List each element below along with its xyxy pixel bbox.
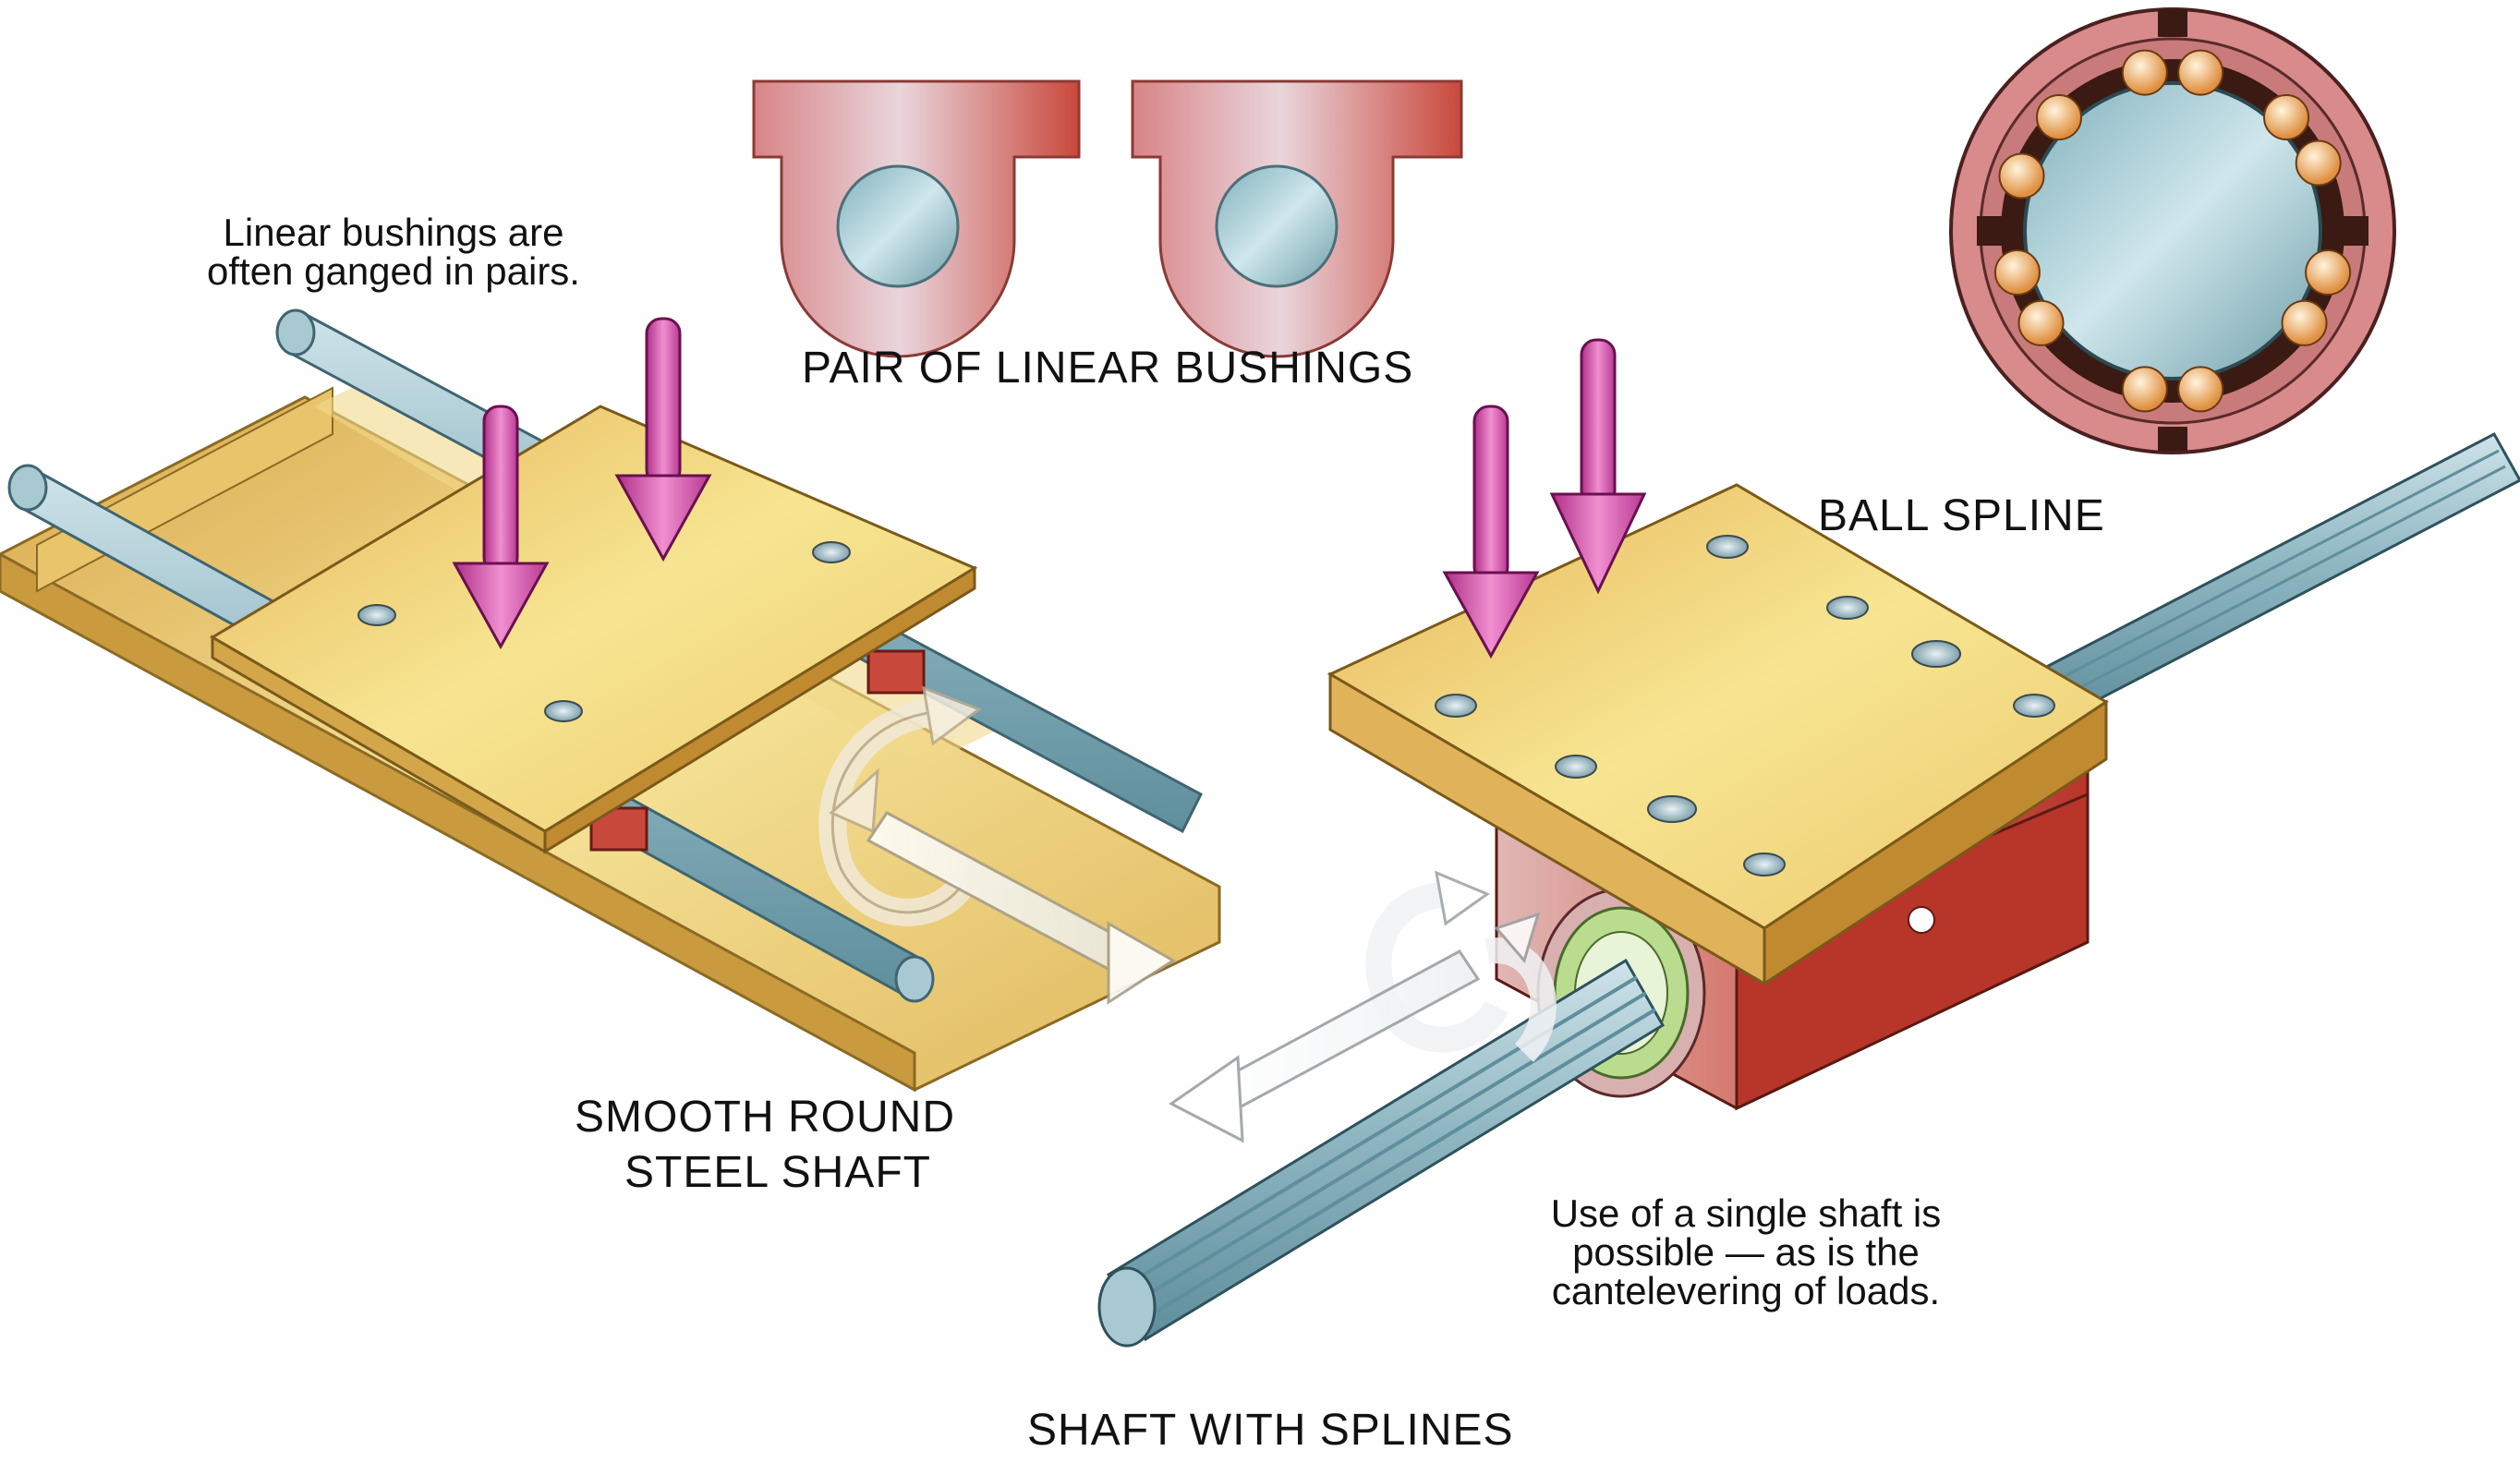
linear-motion-arrow-icon	[1169, 949, 1481, 1143]
smooth-round-steel-shaft-label-line1: SMOOTH ROUND	[575, 1093, 955, 1142]
ball-bearing	[2177, 366, 2224, 413]
ball-spline-cross-section	[1949, 7, 2396, 454]
pair-of-linear-bushings-label: PAIR OF LINEAR BUSHINGS	[802, 344, 1414, 393]
linear-bushing-right	[1131, 79, 1463, 358]
bushings-pair-note-line2: often ganged in pairs.	[207, 249, 580, 293]
linear-bushing-left	[752, 79, 1081, 358]
linear-motion-arrow-icon	[866, 811, 1176, 1005]
rotation-arrow-icon	[818, 685, 983, 926]
ball-spline-label: BALL SPLINE	[1818, 491, 2105, 540]
ball-bearings	[1993, 49, 2352, 413]
ball-bearing	[2121, 366, 2168, 413]
ball-bearing	[2017, 299, 2065, 346]
load-arrow-icon	[1442, 405, 1540, 659]
load-arrow-icon	[614, 317, 712, 562]
ball-bearing	[2263, 94, 2309, 140]
bushings-pair-note-line1: Linear bushings are	[223, 211, 564, 254]
bushing-block	[866, 649, 926, 695]
smooth-round-steel-shaft-label-line2: STEEL SHAFT	[624, 1148, 931, 1197]
shaft-with-splines-label: SHAFT WITH SPLINES	[1027, 1406, 1514, 1455]
single-shaft-note-line1: Use of a single shaft is	[1550, 1191, 1942, 1235]
carriage-plate-left	[210, 405, 978, 854]
splined-shaft-back	[2029, 431, 2520, 723]
ball-bearing	[2305, 249, 2352, 296]
ball-bearing	[2036, 94, 2082, 140]
single-shaft-note-line3: cantelevering of loads.	[1551, 1269, 1941, 1312]
single-shaft-note-line2: possible — as is the	[1572, 1230, 1920, 1274]
ball-bearing	[2295, 139, 2342, 187]
load-arrow-icon	[1549, 338, 1647, 595]
ball-bearing	[2177, 49, 2224, 96]
ball-bearing	[2121, 49, 2168, 96]
ball-bearing	[1998, 152, 2045, 200]
ball-bearing	[1993, 249, 2041, 296]
load-arrow-icon	[452, 405, 550, 650]
ball-bearing	[2281, 299, 2328, 346]
